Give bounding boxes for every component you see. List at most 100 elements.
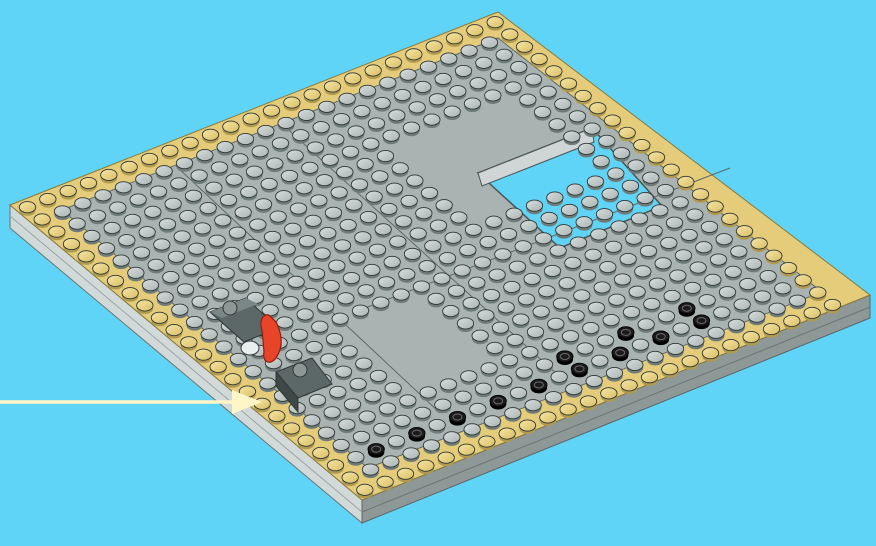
gray-stud	[368, 118, 384, 132]
gray-stud	[609, 294, 625, 308]
gray-stud	[98, 243, 114, 257]
black-stud	[612, 347, 628, 361]
gray-stud	[237, 133, 253, 147]
gray-stud	[328, 134, 344, 148]
gray-stud	[194, 223, 210, 237]
dark-brick-back-stud	[223, 301, 237, 315]
gray-stud	[564, 131, 580, 145]
gray-stud	[670, 270, 686, 284]
gray-stud	[352, 305, 368, 319]
gray-stud	[192, 296, 208, 310]
gray-stud	[342, 146, 358, 160]
gray-stud	[475, 383, 491, 397]
tan-stud	[162, 145, 178, 159]
tan-stud	[122, 288, 138, 302]
gray-stud	[318, 427, 334, 441]
gray-stud	[229, 227, 245, 241]
gray-stud	[331, 187, 347, 201]
tan-stud	[202, 129, 218, 143]
gray-stud	[486, 216, 502, 230]
gray-stud	[203, 255, 219, 269]
gray-stud	[296, 183, 312, 197]
gray-stud	[346, 199, 362, 213]
tan-stud	[575, 90, 591, 104]
gray-stud	[469, 277, 485, 291]
gray-stud	[344, 399, 360, 413]
gray-stud	[481, 37, 497, 51]
gray-stud	[419, 261, 435, 275]
gray-stud	[136, 174, 152, 188]
gray-stud	[216, 341, 232, 355]
gray-stud	[464, 424, 480, 438]
gray-stud	[470, 78, 486, 92]
gray-stud	[542, 339, 558, 353]
gray-stud	[661, 237, 677, 251]
gray-stud	[483, 289, 499, 303]
gray-stud	[623, 306, 639, 320]
gray-stud	[357, 158, 373, 172]
gray-stud	[139, 227, 155, 241]
gray-stud	[304, 415, 320, 429]
gray-stud	[596, 209, 612, 223]
gray-stud	[154, 239, 170, 253]
gray-stud	[638, 319, 654, 333]
tan-stud	[63, 238, 79, 252]
gray-stud	[290, 203, 306, 217]
tan-stud	[195, 349, 211, 363]
tan-stud	[619, 127, 635, 141]
gray-stud	[392, 163, 408, 177]
gray-stud	[481, 363, 497, 377]
gray-stud	[246, 166, 262, 180]
gray-stud	[553, 298, 569, 312]
gray-stud	[470, 403, 486, 417]
gray-stud	[592, 355, 608, 369]
gray-stud	[128, 267, 144, 281]
gray-stud	[476, 57, 492, 71]
gray-stud	[314, 248, 330, 262]
gray-stud	[409, 102, 425, 116]
gray-stud	[372, 171, 388, 185]
gray-stud	[176, 158, 192, 172]
gray-stud	[366, 191, 382, 205]
gray-stud	[150, 186, 166, 200]
gray-stud	[407, 175, 423, 189]
gray-stud	[316, 175, 332, 189]
gray-stud	[597, 335, 613, 349]
gray-stud	[220, 194, 236, 208]
gray-stud	[719, 287, 735, 301]
tan-stud	[580, 396, 596, 410]
gray-stud	[133, 247, 149, 261]
gray-stud	[119, 235, 135, 249]
gray-stud	[423, 440, 439, 454]
gray-stud	[769, 303, 785, 317]
tan-stud	[641, 372, 657, 386]
tan-stud	[210, 361, 226, 375]
gray-stud	[666, 217, 682, 231]
black-stud	[449, 411, 465, 425]
gray-stud	[510, 387, 526, 401]
gray-stud	[399, 269, 415, 283]
gray-stud	[745, 258, 761, 272]
gray-stud	[218, 268, 234, 282]
gray-stud	[110, 202, 126, 216]
gray-stud	[515, 241, 531, 255]
gray-stud	[306, 341, 322, 355]
gray-stud	[541, 212, 557, 226]
tan-stud	[707, 201, 723, 215]
gray-stud	[465, 224, 481, 238]
gray-stud	[582, 196, 598, 210]
gray-stud	[206, 182, 222, 196]
tan-stud	[283, 423, 299, 437]
gray-stud	[189, 243, 205, 257]
tan-stud	[780, 262, 796, 276]
tan-stud	[298, 435, 314, 449]
gray-stud	[401, 195, 417, 209]
gray-stud	[404, 248, 420, 262]
gray-stud	[448, 285, 464, 299]
gray-stud	[436, 200, 452, 214]
gray-stud	[297, 309, 313, 323]
gray-stud	[608, 168, 624, 182]
gray-stud	[375, 224, 391, 238]
gray-stud	[496, 375, 512, 389]
tan-stud	[225, 374, 241, 388]
